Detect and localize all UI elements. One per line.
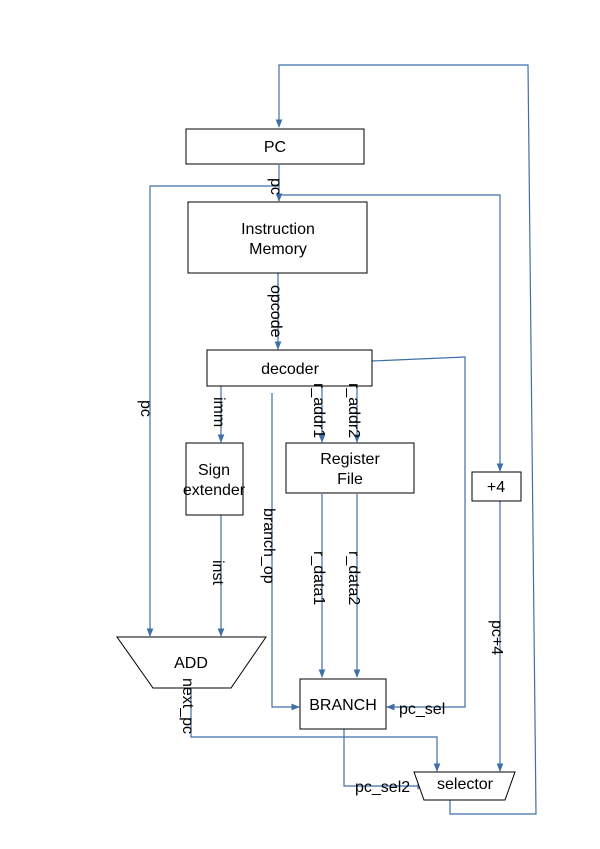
register-file-label-line2: File [337, 471, 363, 488]
branch-block: BRANCH [299, 678, 387, 730]
signal-r-addr1: r_addr1 [310, 383, 327, 438]
sign-extender-label-line2: extender [183, 482, 246, 499]
branch-label: BRANCH [309, 697, 377, 714]
signal-opcode: opcode [267, 285, 284, 338]
selector-label: selector [437, 776, 494, 793]
signal-r-addr2: r_addr2 [345, 383, 362, 438]
signal-r-data2: r_data2 [345, 551, 362, 605]
wire-pc-to-plus4 [279, 194, 504, 472]
imem-label-line1: Instruction [241, 221, 315, 238]
wire-branch-op [271, 393, 300, 711]
signal-imm: imm [210, 397, 227, 427]
register-file-block: Register File [285, 442, 415, 494]
sign-extender-block: Sign extender [183, 442, 246, 516]
plus4-block: +4 [471, 471, 522, 502]
signal-pc-plus4: pc+4 [488, 620, 505, 655]
sign-extender-label-line1: Sign [198, 462, 230, 479]
signal-pc-sel2: pc_sel2 [355, 779, 410, 796]
signal-inst: inst [209, 560, 226, 585]
pc-label: PC [264, 139, 286, 156]
signal-pc-sel: pc_sel [399, 701, 445, 718]
wire-pc-sel [371, 356, 466, 711]
signal-branch-op: branch_op [260, 508, 277, 584]
wire-selector-to-pc [275, 64, 537, 815]
decoder-label: decoder [261, 361, 319, 378]
register-file-label-line1: Register [320, 451, 380, 468]
signal-r-data1: r_data1 [310, 551, 327, 605]
add-label: ADD [174, 655, 208, 672]
plus4-label: +4 [487, 479, 505, 496]
selector-block: selector [413, 771, 516, 801]
signal-pc-left: pc [137, 400, 154, 417]
decoder-block: decoder [206, 349, 373, 387]
signal-next-pc: next_pc [179, 678, 196, 734]
wire-next-pc [190, 688, 441, 772]
imem-label-line2: Memory [249, 241, 307, 258]
instruction-memory: Instruction Memory [187, 201, 368, 274]
pc-register: PC [185, 128, 365, 165]
wire-pc-sel2 [343, 729, 426, 790]
add-block: ADD [116, 636, 267, 689]
signal-pc-top: pc [267, 178, 284, 195]
wire-pc-to-add [146, 185, 279, 637]
